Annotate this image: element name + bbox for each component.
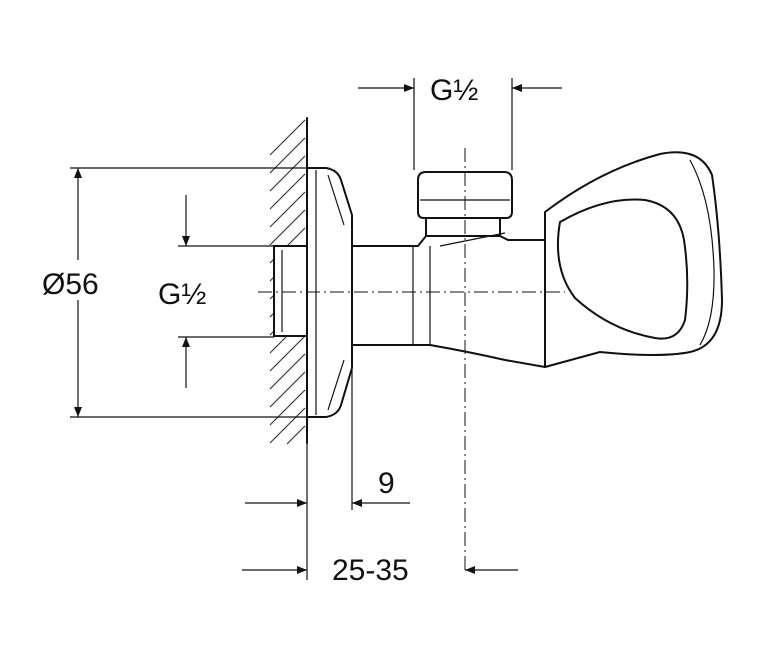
depth-small-dimension: 9	[245, 370, 410, 580]
depth-range-label: 25-35	[332, 554, 409, 587]
depth-small-label: 9	[378, 467, 395, 500]
top-thread-dimension: G½	[358, 74, 562, 170]
diameter-dimension: Ø56	[42, 167, 307, 418]
side-thread-dimension: G½	[158, 195, 274, 388]
valve-handle	[544, 151, 723, 368]
depth-range-dimension: 25-35	[242, 554, 518, 587]
top-thread-label: G½	[430, 74, 478, 107]
side-thread-label: G½	[158, 278, 206, 311]
diameter-label: Ø56	[42, 268, 99, 301]
inlet-stub	[273, 245, 308, 337]
valve-body	[351, 235, 546, 368]
